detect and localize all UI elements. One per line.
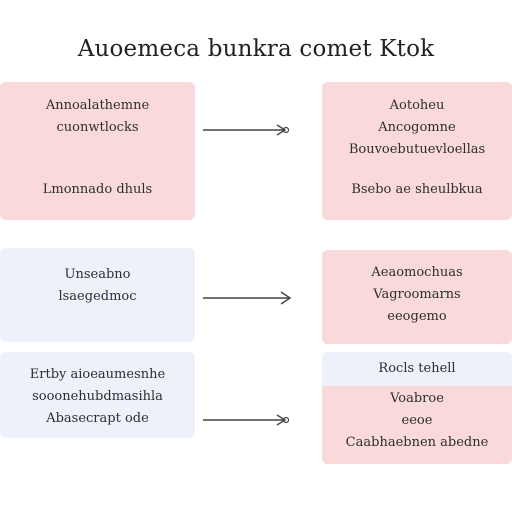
box-line: Bouvoebutuevloellas (348, 142, 486, 157)
box-line: Ancogomne (378, 120, 456, 135)
box-line: lsaegedmoc (58, 289, 137, 304)
box-line: Caabhaebnen abedne (345, 435, 489, 450)
diagram-title: Auoemeca bunkra comet Ktok (77, 36, 435, 62)
box-line: Bsebo ae sheulbkua (351, 182, 483, 197)
source-box-3: Ertby aioeaumesnhe sooonehubdmasihla Aba… (0, 352, 195, 438)
target-box-1: Aotoheu Ancogomne Bouvoebutuevloellas Bs… (322, 82, 512, 220)
box-line: Abasecrapt ode (46, 411, 149, 426)
box-line: Lmonnado dhuls (42, 182, 153, 197)
flow-arrow-2 (203, 291, 292, 305)
box-line: Rocls tehell (378, 361, 456, 376)
target-box-2: Aeaomochuas Vagroomarns eeogemo (322, 250, 512, 344)
flow-arrow-1 (203, 124, 290, 136)
box-line: Aotoheu (389, 98, 445, 113)
box-line: sooonehubdmasihla (32, 389, 163, 404)
target-box-3-body: Voabroe eeoe Caabhaebnen abedne (322, 386, 512, 464)
box-line: Voabroe (390, 391, 444, 406)
box-line: Vagroomarns (373, 287, 461, 302)
box-line: Ertby aioeaumesnhe (29, 367, 166, 382)
box-line: eeogemo (387, 309, 447, 324)
box-line: Aeaomochuas (371, 265, 463, 280)
source-box-1: Annoalathemne cuonwtlocks Lmonnado dhuls (0, 82, 195, 220)
box-line: Annoalathemne (45, 98, 150, 113)
target-box-3-header: Rocls tehell (322, 352, 512, 386)
target-box-3: Rocls tehell Voabroe eeoe Caabhaebnen ab… (322, 352, 512, 464)
box-line: eeoe (401, 413, 433, 428)
box-line: cuonwtlocks (56, 120, 139, 135)
source-box-2: Unseabno lsaegedmoc (0, 248, 195, 342)
box-line: Unseabno (64, 267, 131, 282)
flow-arrow-3 (203, 414, 290, 426)
